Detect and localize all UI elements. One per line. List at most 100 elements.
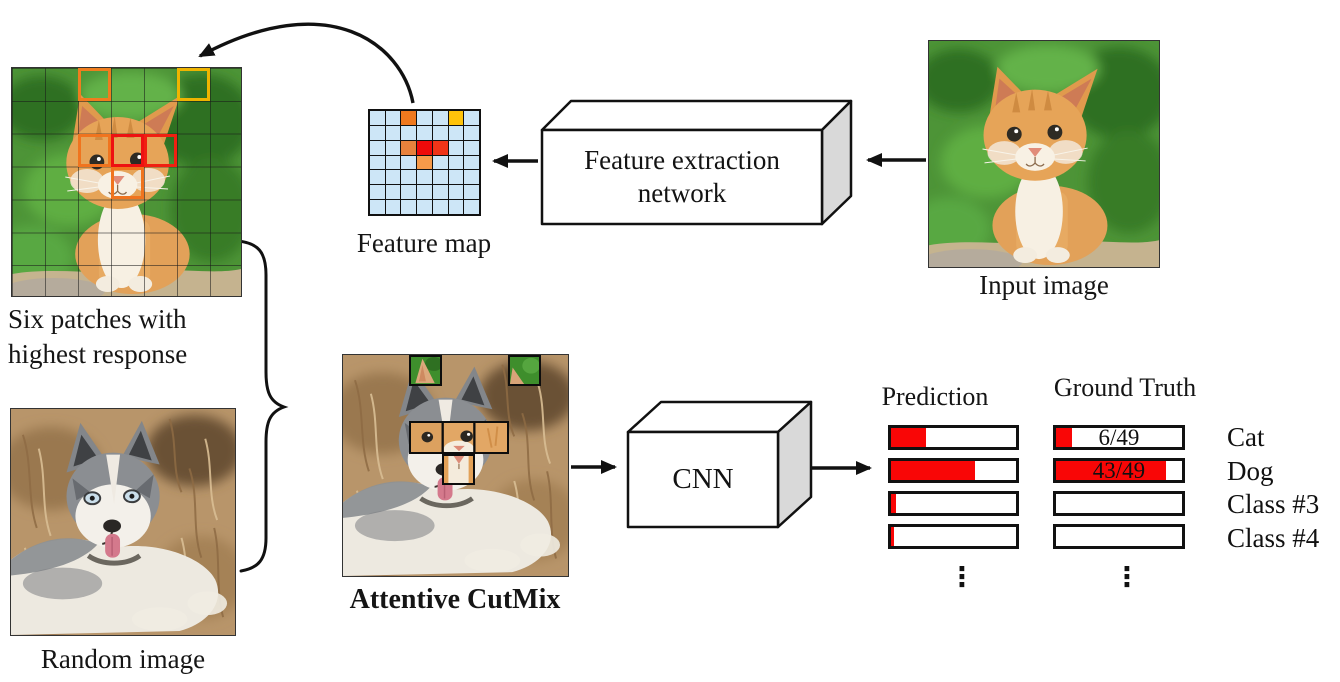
cnn-label: CNN (628, 432, 778, 527)
prediction-bar (888, 425, 1019, 450)
feature-map-cell (370, 140, 385, 155)
feature-map-cell (370, 170, 385, 185)
feature-map-cell (385, 185, 401, 200)
feature-map-grid (368, 109, 481, 216)
random-image-figure (10, 408, 236, 636)
feature-map-cell (401, 185, 417, 200)
feature-map-cell (370, 111, 385, 125)
feature-map-cell (385, 155, 401, 170)
feature-extraction-label-line2: network (637, 178, 727, 208)
prediction-header: Prediction (881, 382, 989, 411)
feature-map-cell (432, 125, 448, 140)
class-label: Class #4 (1227, 522, 1320, 553)
feature-map-cell (401, 125, 417, 140)
ground-truth-bar-fill (1056, 428, 1073, 447)
feature-map-cell (464, 111, 479, 125)
feature-map-cell (385, 170, 401, 185)
cat-ear-tip-patch-art (510, 357, 539, 384)
random-image-label: Random image (40, 644, 206, 674)
ground-truth-bar-value: 6/49 (1098, 425, 1140, 450)
feature-map-cell (370, 185, 385, 200)
feature-map-cell (401, 170, 417, 185)
class-label: Cat (1227, 422, 1265, 452)
prediction-bar-fill (891, 494, 896, 513)
feature-map-cell (464, 125, 479, 140)
feature-map-cell (401, 111, 417, 125)
cutmix-patch-ear-right (508, 355, 541, 386)
feature-map-cell (448, 170, 464, 185)
feature-map-cell (432, 111, 448, 125)
feature-map-cell (401, 155, 417, 170)
cutmix-patch-nose (442, 454, 475, 485)
prediction-bar-fill (891, 428, 926, 447)
ground-truth-bar (1053, 524, 1185, 549)
class-label: Class #3 (1227, 489, 1320, 519)
cutmix-patch-eyes-strip (409, 421, 509, 454)
ground-truth-bar: 43/49 (1053, 458, 1185, 483)
highlight-patch-box (177, 68, 210, 101)
six-patches-label-line1: Six patches with (8, 304, 187, 334)
ground-truth-bar-value: 43/49 (1092, 458, 1146, 483)
feature-map-label: Feature map (356, 228, 492, 258)
six-patches-label: Six patches with highest response (8, 302, 187, 372)
feature-map-cell (370, 200, 385, 214)
feature-map-cell (401, 140, 417, 155)
feature-map-cell (448, 185, 464, 200)
feature-map-cell (370, 125, 385, 140)
class-label: Dog (1227, 455, 1274, 486)
feature-map-cell (448, 155, 464, 170)
attentive-cutmix-label: Attentive CutMix (349, 584, 561, 615)
cat-nose-patch-art (444, 456, 473, 483)
prediction-bars (888, 425, 1019, 557)
feature-map-cell (385, 125, 401, 140)
feature-map-cell (432, 140, 448, 155)
feature-map-cell (385, 140, 401, 155)
cnn-box (626, 400, 813, 529)
prediction-bar-fill (891, 461, 975, 480)
feature-map-cell (464, 155, 479, 170)
ground-truth-ellipsis: ⋮ (1113, 562, 1141, 593)
patch-gridlines (12, 68, 241, 296)
highlight-patch-box (78, 133, 111, 167)
feature-map-cell (464, 200, 479, 214)
attentive-cutmix-image (342, 354, 569, 577)
feature-extraction-label-line1: Feature extraction (584, 145, 780, 175)
feature-map-cell (432, 155, 448, 170)
feature-map-cell (417, 170, 432, 185)
feature-map-cell (417, 155, 432, 170)
ground-truth-bar: 6/49 (1053, 425, 1185, 450)
six-patches-figure (11, 67, 242, 297)
feature-map-cell (370, 155, 385, 170)
feature-map-cell (448, 111, 464, 125)
prediction-bar (888, 524, 1019, 549)
cutmix-patch-ear-left (409, 355, 442, 386)
feature-extraction-label: Feature extraction network (542, 130, 822, 224)
six-patches-overlay (12, 68, 241, 296)
ground-truth-bar (1053, 491, 1185, 516)
ground-truth-header: Ground Truth (1053, 373, 1197, 402)
highlight-patch-box (111, 133, 144, 167)
prediction-bar (888, 458, 1019, 483)
highlight-patch-box (78, 68, 111, 101)
highlight-patch-box (111, 166, 144, 200)
feature-map-cell (432, 170, 448, 185)
feature-map-cell (401, 200, 417, 214)
feature-map-cell (417, 200, 432, 214)
ground-truth-bar-fill (1056, 461, 1166, 480)
feature-map-cell (448, 140, 464, 155)
feature-map-cell (432, 200, 448, 214)
feature-map-cell (448, 200, 464, 214)
feature-map-cell (417, 185, 432, 200)
prediction-bar (888, 491, 1019, 516)
ground-truth-bars: 6/49 43/49 (1053, 425, 1185, 557)
feature-map-cell (464, 170, 479, 185)
cat-photo (929, 41, 1159, 267)
prediction-ellipsis: ⋮ (948, 562, 976, 593)
feature-map-cell (417, 111, 432, 125)
cnn-label-text: CNN (672, 463, 734, 495)
highlight-patch-box (144, 133, 177, 167)
input-image-figure (928, 40, 1160, 268)
